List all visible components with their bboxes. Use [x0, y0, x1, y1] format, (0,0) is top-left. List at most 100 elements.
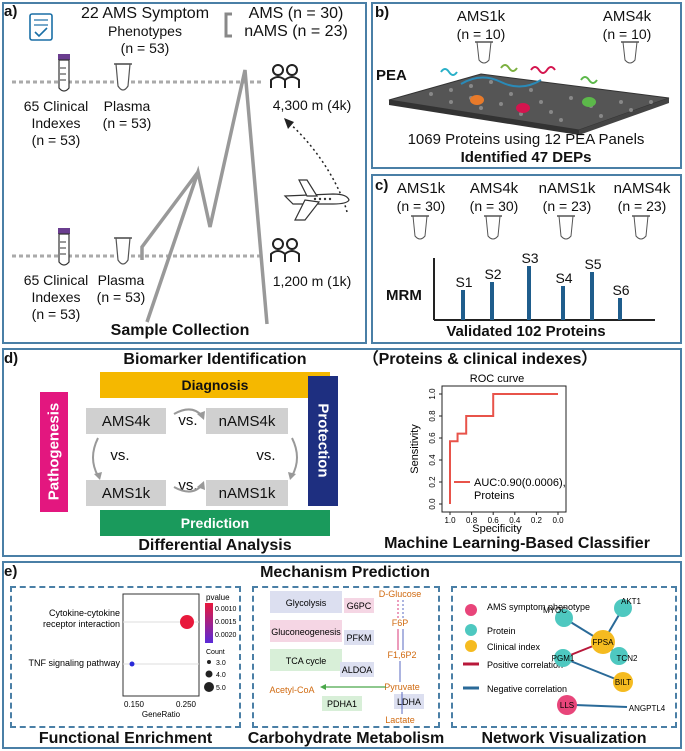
b-caption: 1069 Proteins using 12 PEA Panels — [407, 131, 645, 148]
panel-e-label: e) — [4, 563, 18, 580]
enzyme-aldoa: ALDOA — [342, 665, 373, 675]
b-ams4k: AMS4k — [602, 8, 652, 25]
b-ams4k-n: (n = 10) — [602, 26, 652, 42]
symptom-line1: 22 AMS Symptom — [80, 5, 210, 22]
panel-a-graphics — [12, 12, 350, 325]
panel-c — [371, 174, 682, 344]
roc-xtick-label: 0.0 — [552, 516, 564, 525]
metabolism-box — [252, 586, 440, 728]
peak-label-s5: S5 — [584, 256, 602, 272]
altitude-high: 4,300 m (4k) — [272, 97, 352, 113]
tube-icon — [632, 215, 650, 240]
roc-ytick-label: 0.8 — [428, 410, 437, 422]
mechanism-heading: Mechanism Prediction — [260, 564, 430, 581]
enzyme-pdha1: PDHA1 — [327, 699, 357, 709]
roc-ylabel: Sensitivity — [409, 424, 421, 474]
pea-label: PEA — [376, 67, 407, 84]
node-lls: LLS — [560, 701, 574, 710]
c-group-3: nAMS1k — [538, 180, 596, 197]
tube-icon — [484, 215, 502, 240]
diagnosis-box: Diagnosis — [100, 372, 330, 398]
c-group-2-n: (n = 30) — [469, 198, 519, 214]
group-box-ams4k: AMS4k — [86, 408, 166, 434]
tube-icon — [621, 41, 639, 64]
enrichment-xlabel: GeneRatio — [142, 710, 181, 719]
count-legend-title: Count — [206, 649, 225, 656]
legend-positive: Positive correlation — [487, 660, 563, 670]
panel-d-arrows — [92, 408, 298, 493]
mrm-peak-s4 — [561, 286, 565, 320]
node-akt1: AKT1 — [621, 597, 642, 606]
enrichment-title: Functional Enrichment — [38, 730, 213, 747]
ml-title: Machine Learning-Based Classifier — [384, 535, 650, 552]
panel-a — [2, 2, 367, 344]
biomarker-heading-sub: （Proteins & clinical indexes） — [362, 351, 598, 368]
enrichment-term-1b: receptor interaction — [43, 619, 120, 629]
enrichment-term-2: TNF signaling pathway — [28, 658, 120, 668]
protection-box — [308, 376, 338, 506]
differential-title: Differential Analysis — [138, 537, 292, 554]
mrm-peak-s5 — [590, 272, 594, 320]
roc-ytick-label: 1.0 — [428, 388, 437, 400]
group-box-ams1k: AMS1k — [86, 480, 166, 506]
enzyme-ldha: LDHA — [397, 697, 421, 707]
enrichment-dot-tnf — [129, 661, 135, 667]
metabolite-glucose: D-Glucose — [379, 589, 422, 599]
roc-xtick-label: 1.0 — [444, 516, 456, 525]
peak-label-s1: S1 — [455, 274, 473, 290]
legend-ams-symptom: AMS symptom phenotype — [487, 602, 590, 612]
enrichment-term-1a: Cytokine-cytokine — [49, 608, 120, 618]
pvalue-legend-title: pvalue — [206, 593, 230, 602]
plasma-tube-icon — [114, 63, 132, 91]
metabolism-diagram: Glycolysis Gluconeogenesis TCA cycle G6P… — [269, 589, 424, 725]
group-box-nams4k: nAMS4k — [206, 408, 288, 434]
network-box — [451, 586, 677, 728]
clinical-bot-2: Indexes — [31, 289, 81, 305]
b-ams1k-n: (n = 10) — [456, 26, 506, 42]
plasma-top-n: (n = 53) — [102, 115, 152, 131]
mrm-peak-s2 — [490, 282, 494, 320]
legend-clinical: Clinical index — [487, 642, 541, 652]
panel-c-graphics — [411, 215, 655, 321]
roc-xtick-label: 0.8 — [466, 516, 478, 525]
panel-c-title: Validated 102 Proteins — [446, 323, 606, 340]
roc-title: ROC curve — [470, 373, 524, 385]
protection-label: Protection — [314, 403, 332, 478]
metabolite-lactate: Lactate — [385, 715, 415, 725]
peak-label-s3: S3 — [521, 250, 539, 266]
peak-label-s6: S6 — [612, 282, 630, 298]
tube-icon — [411, 215, 429, 240]
node-fpsa: FPSA — [593, 638, 615, 647]
c-group-3-n: (n = 23) — [542, 198, 592, 214]
peak-label-s2: S2 — [484, 266, 502, 282]
enrichment-plot: Cytokine-cytokine receptor interaction T… — [28, 593, 237, 719]
roc-ytick-label: 0.4 — [428, 454, 437, 466]
mountain-outline — [145, 69, 269, 325]
roc-ytick-label: 0.0 — [428, 498, 437, 510]
c-group-1-n: (n = 30) — [396, 198, 446, 214]
clinical-bot-n: (n = 53) — [31, 306, 81, 322]
pea-plate-icon — [388, 64, 670, 135]
enrichment-xtick-2: 0.250 — [176, 700, 197, 709]
clinical-tube-icon — [58, 54, 70, 92]
clinical-bot-1: 65 Clinical — [23, 272, 89, 288]
altitude-low: 1,200 m (1k) — [272, 273, 352, 289]
roc-legend-line2: Proteins — [474, 490, 515, 502]
roc-legend-line1: AUC:0.90(0.0006), — [474, 477, 566, 489]
count-legend-3: 5.0 — [216, 685, 226, 692]
pathway-tca: TCA cycle — [286, 656, 327, 666]
plasma-bot-n: (n = 53) — [96, 289, 146, 305]
network-title: Network Visualization — [481, 730, 647, 747]
pvalue-legend-3: 0.0020 — [215, 632, 237, 639]
tube-icon — [557, 215, 575, 240]
enrichment-box — [10, 586, 241, 728]
metabolite-pyruvate: Pyruvate — [384, 682, 420, 692]
c-group-1: AMS1k — [396, 180, 446, 197]
b-ams1k: AMS1k — [456, 8, 506, 25]
c-group-4: nAMS4k — [613, 180, 671, 197]
roc-xlabel: Specificity — [472, 523, 522, 534]
clinical-top-n: (n = 53) — [31, 132, 81, 148]
network-diagram: AMS symptom phenotype Protein Clinical i… — [463, 597, 666, 715]
pathway-gluconeogenesis: Gluconeogenesis — [271, 627, 341, 637]
plasma-tube-icon — [114, 237, 132, 265]
